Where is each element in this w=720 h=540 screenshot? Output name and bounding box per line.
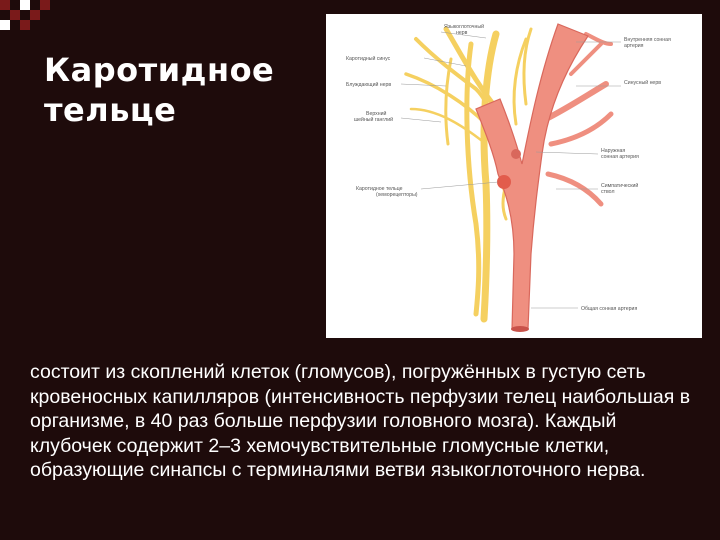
figure-label-sympathetic: Симпатический — [601, 182, 638, 189]
figure-label-internal-carotid-2: артерия — [624, 43, 644, 49]
figure-label-carotid-body: Каротидное тельце — [356, 186, 403, 192]
carotid-body-mark — [497, 175, 511, 189]
slide-title: Каротидное тельце — [44, 50, 314, 130]
figure-label-ganglion-2: шейный ганглий — [354, 116, 393, 123]
figure-label-common-carotid: Общая сонная артерия — [581, 306, 637, 312]
figure-label-glossopharyngeal-2: нерв — [456, 30, 468, 36]
corner-decoration — [0, 0, 60, 40]
artery-cross-section — [511, 326, 529, 332]
figure-label-ganglion: Верхний — [366, 110, 387, 117]
artery-branches — [543, 32, 614, 207]
nerves — [404, 26, 533, 323]
figure-label-vagus: Блуждающий нерв — [346, 81, 391, 88]
carotid-artery — [475, 23, 589, 330]
anatomy-diagram: Языкоглоточный нерв Внутренняя сонная ар… — [346, 23, 671, 332]
figure-label-glossopharyngeal: Языкоглоточный — [444, 23, 484, 30]
slide-title-line2: тельце — [44, 91, 177, 129]
figure-label-sinus-nerve: Синусный нерв — [624, 79, 661, 86]
leader-lines — [400, 31, 621, 309]
carotid-body-illustration: Языкоглоточный нерв Внутренняя сонная ар… — [326, 14, 702, 338]
carotid-sinus-mark — [511, 149, 521, 159]
slide-body-text: состоит из скоплений клеток (гломусов), … — [30, 361, 691, 481]
figure-label-internal-carotid: Внутренняя сонная — [624, 37, 671, 43]
figure-label-external-carotid: Наружная — [601, 148, 625, 154]
figure-label-carotid-sinus: Каротидный синус — [346, 55, 391, 62]
figure-label-sympathetic-2: ствол — [601, 189, 614, 195]
figure-label-carotid-body-2: (хеморецепторы) — [376, 192, 418, 198]
figure-label-external-carotid-2: сонная артерия — [601, 154, 639, 160]
slide-title-line1: Каротидное — [44, 51, 275, 89]
